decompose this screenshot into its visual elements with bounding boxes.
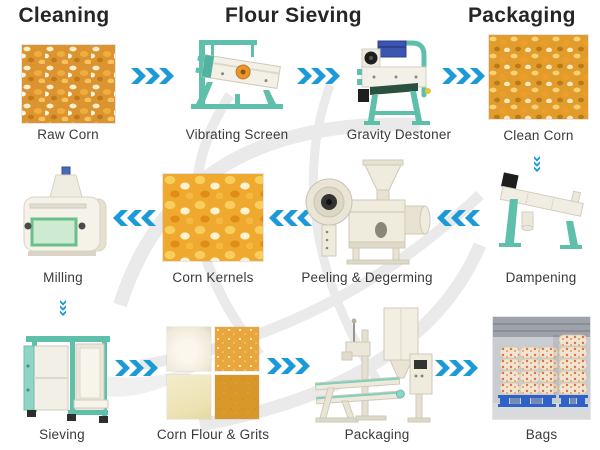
header-flour-sieving: Flour Sieving (225, 4, 362, 27)
flow-arrow-right-icon (434, 360, 478, 376)
gravity-destoner-illustration (352, 33, 440, 132)
flow-arrow-right-icon (266, 358, 310, 374)
bags-label: Bags (525, 427, 558, 442)
header-cleaning: Cleaning (18, 4, 110, 27)
corn-flour-yellow-sample (167, 375, 211, 419)
flow-arrow-down-icon (55, 287, 71, 329)
sieving-label: Sieving (39, 427, 85, 442)
dampening-label: Dampening (505, 270, 577, 285)
bags-photo (493, 317, 590, 419)
corn-flour-grits-photo (167, 327, 259, 419)
flow-arrow-right-icon (130, 68, 174, 84)
flow-arrow-left-icon (112, 210, 156, 226)
vibrating-screen-label: Vibrating Screen (185, 127, 289, 142)
peeling-degerming-illustration (303, 156, 431, 271)
packaging-machine-label: Packaging (344, 427, 410, 442)
clean-corn-photo (489, 35, 588, 119)
raw-corn-photo (22, 45, 115, 123)
sieving-machine-illustration (18, 326, 114, 429)
flow-arrow-right-icon (296, 68, 340, 84)
flow-arrow-left-icon (436, 210, 480, 226)
milling-label: Milling (43, 270, 83, 285)
header-packaging: Packaging (468, 4, 576, 27)
corn-grits-fine-sample (215, 375, 259, 419)
milling-machine-illustration (18, 163, 114, 264)
gravity-destoner-label: Gravity Destoner (346, 127, 452, 142)
corn-kernels-photo (163, 174, 263, 261)
watermark-logo (100, 83, 486, 432)
corn-flour-grits-label: Corn Flour & Grits (156, 427, 270, 442)
raw-corn-label: Raw Corn (37, 127, 99, 142)
corn-kernels-label: Corn Kernels (172, 270, 254, 285)
flow-arrow-right-icon (441, 68, 485, 84)
dampening-machine-illustration (496, 165, 588, 258)
corn-grits-coarse-sample (215, 327, 259, 371)
peeling-degerming-label: Peeling & Degerming (301, 270, 433, 285)
corn-flour-white-sample (167, 327, 211, 371)
packaging-machine-illustration (312, 302, 436, 429)
clean-corn-label: Clean Corn (503, 128, 574, 143)
flow-arrow-right-icon (114, 360, 158, 376)
vibrating-screen-illustration (183, 34, 291, 129)
